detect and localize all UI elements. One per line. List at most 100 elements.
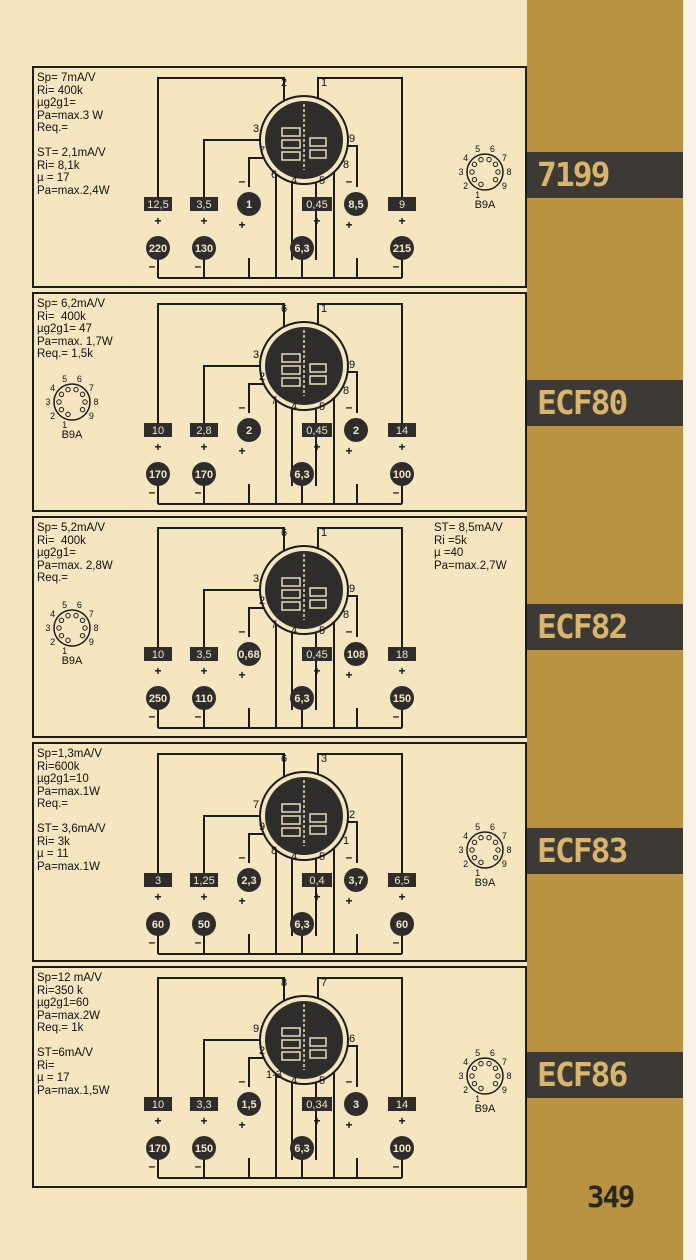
pin-number: 3 <box>321 753 327 765</box>
socket-pin <box>486 834 492 841</box>
minus-sign: – <box>239 850 246 864</box>
pin-number: 1 <box>321 77 327 89</box>
socket-pin-number: 9 <box>89 411 94 421</box>
wire <box>157 527 285 647</box>
pin-number: 2 <box>259 595 265 607</box>
wire <box>346 821 358 863</box>
socket-base-label: B9A <box>475 1103 496 1115</box>
socket-pin <box>495 847 501 853</box>
wire <box>346 1045 358 1087</box>
svg-text:2,3: 2,3 <box>241 875 256 887</box>
pin-number: 3 <box>253 123 259 135</box>
socket-ring <box>466 831 504 869</box>
tube-label-ecf80: ECF80 <box>527 380 683 426</box>
voltage-box: 0,45 <box>302 197 332 211</box>
socket-pin-number: 7 <box>89 383 94 393</box>
page-number: 349 <box>587 1180 635 1214</box>
tube-parameters-secondary: ST= 8,5mA/V Ri =5k µ =40 Pa=max.2,7W <box>434 522 507 572</box>
socket-ring <box>466 1057 504 1095</box>
supply-voltage-circle: 60 <box>146 912 170 936</box>
svg-text:150: 150 <box>393 693 411 705</box>
voltage-box: 1,25 <box>190 873 218 887</box>
plus-sign: + <box>345 1118 352 1132</box>
svg-text:10: 10 <box>152 1099 164 1111</box>
pin-number: 4 <box>291 401 297 413</box>
voltage-box: 9 <box>388 197 416 211</box>
pin-number: 4 <box>291 175 297 187</box>
svg-text:3,5: 3,5 <box>196 199 211 211</box>
electrode <box>281 827 301 837</box>
voltage-box: 14 <box>388 1097 416 1111</box>
pin-number: 2 <box>349 809 355 821</box>
svg-text:10: 10 <box>152 425 164 437</box>
electrode <box>309 375 327 385</box>
socket-pin <box>478 834 484 841</box>
pin-number: 1 <box>321 303 327 315</box>
electrode <box>309 1049 327 1059</box>
socket-pin-number: 6 <box>490 144 495 154</box>
pin-number: 6 <box>281 303 287 315</box>
wire <box>203 139 262 197</box>
socket-pin-number: 1 <box>475 190 480 200</box>
socket-pin-number: 3 <box>45 397 50 407</box>
wire <box>157 303 285 423</box>
socket-pin <box>79 391 86 398</box>
pin-number: 3 <box>253 349 259 361</box>
voltage-box: 3,5 <box>190 647 218 661</box>
svg-text:60: 60 <box>396 919 408 931</box>
electrode <box>281 803 301 813</box>
supply-voltage-circle: 215 <box>390 236 414 260</box>
socket-pin-number: 6 <box>77 600 82 610</box>
plus-sign: + <box>238 444 245 458</box>
pin-number: 4 <box>291 1075 297 1087</box>
svg-text:3,5: 3,5 <box>196 649 211 661</box>
pin-number: 7 <box>271 395 277 407</box>
socket-pin-number: 3 <box>45 623 50 633</box>
socket-pin-number: 2 <box>463 181 468 191</box>
pin-number: 9 <box>349 133 355 145</box>
plus-sign: + <box>154 440 161 454</box>
voltage-box: 3,5 <box>190 197 218 211</box>
socket-pin <box>65 612 71 619</box>
minus-sign: – <box>346 174 353 188</box>
svg-text:3: 3 <box>353 1099 359 1111</box>
socket-pin <box>478 859 484 866</box>
wire <box>203 365 262 423</box>
supply-voltage-circle: 170 <box>146 1136 170 1160</box>
wire <box>346 595 358 637</box>
plus-sign: + <box>345 218 352 232</box>
svg-text:250: 250 <box>149 693 167 705</box>
minus-sign: – <box>195 1159 202 1173</box>
tube-parameters: Sp= 5,2mA/V Ri= 400k µg2g1= Pa=max. 2,8W… <box>37 522 113 584</box>
pin-number: 8 <box>343 609 349 621</box>
socket-pin-number: 3 <box>458 167 463 177</box>
pin-number: 2 <box>281 77 287 89</box>
svg-text:100: 100 <box>393 469 411 481</box>
socket-pin <box>58 391 65 398</box>
tube-label-ecf86: ECF86 <box>527 1052 683 1098</box>
wire <box>203 589 262 647</box>
socket-pin <box>82 625 88 631</box>
socket-pin-number: 6 <box>490 1048 495 1058</box>
socket-pin <box>469 847 475 853</box>
plus-sign: + <box>200 664 207 678</box>
socket-pin-number: 7 <box>502 831 507 841</box>
pin-number: 8 <box>271 845 277 857</box>
svg-text:6,3: 6,3 <box>294 919 309 931</box>
svg-text:0,68: 0,68 <box>238 649 259 661</box>
minus-sign: – <box>346 624 353 638</box>
svg-text:108: 108 <box>347 649 365 661</box>
plus-sign: + <box>398 890 405 904</box>
svg-text:0,45: 0,45 <box>306 199 327 211</box>
pin-number: 7 <box>321 977 327 989</box>
plus-sign: + <box>313 440 320 454</box>
socket-pin-number: 6 <box>77 374 82 384</box>
svg-text:6,3: 6,3 <box>294 1143 309 1155</box>
plus-sign: + <box>200 1114 207 1128</box>
pin-number: 1 <box>321 527 327 539</box>
tube-panel: Sp= 5,2mA/V Ri= 400k µg2g1= Pa=max. 2,8W… <box>32 516 527 738</box>
minus-sign: – <box>346 850 353 864</box>
